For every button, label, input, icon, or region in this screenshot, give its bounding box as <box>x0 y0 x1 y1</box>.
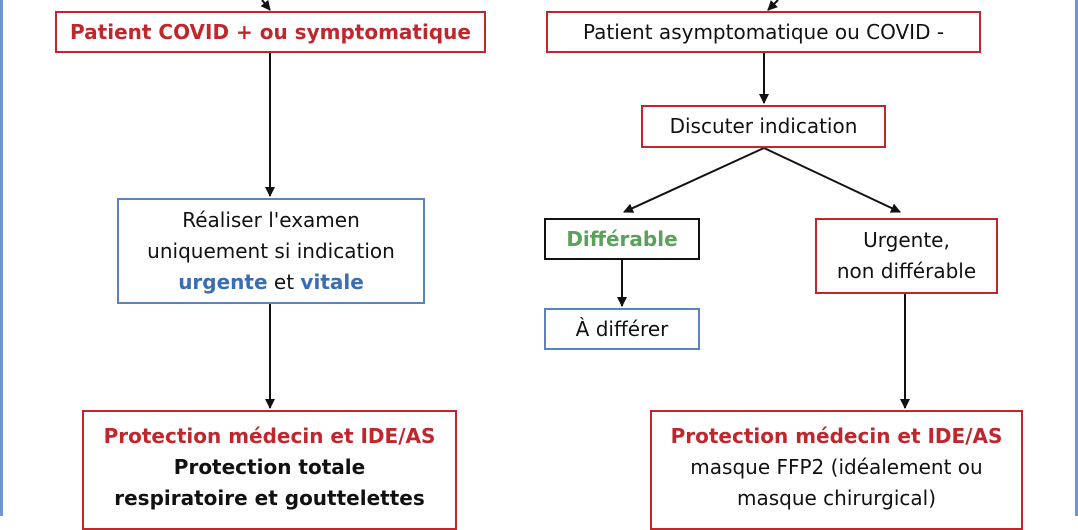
box-protection-right: Protection médecin et IDE/AS masque FFP2… <box>650 410 1023 530</box>
box-exam-condition: Réaliser l'examen uniquement si indicati… <box>117 198 425 304</box>
protection-right-title: Protection médecin et IDE/AS <box>670 424 1003 448</box>
box-deferrable-label: Différable <box>566 226 678 251</box>
exam-line-2: uniquement si indication <box>147 238 395 263</box>
box-discuss-indication-label: Discuter indication <box>669 114 858 138</box>
box-asymptomatic: Patient asymptomatique ou COVID - <box>546 11 981 53</box>
exam-and-word: et <box>273 269 295 294</box>
box-defer: À différer <box>544 308 700 350</box>
protection-right-line-1: masque FFP2 (idéalement ou <box>690 455 983 479</box>
arrow-discuss-to-urgent <box>763 147 901 213</box>
box-covid-positive: Patient COVID + ou symptomatique <box>55 11 486 53</box>
protection-left-line-1: Protection totale <box>173 455 366 479</box>
exam-urgent-word: urgente <box>178 269 268 294</box>
box-defer-label: À différer <box>575 316 669 341</box>
box-deferrable: Différable <box>544 218 700 260</box>
box-urgent: Urgente, non différable <box>815 218 998 294</box>
connector-arrows <box>260 0 910 409</box>
urgent-line-2: non différable <box>836 259 977 283</box>
protection-left-line-2: respiratoire et gouttelettes <box>114 486 425 510</box>
box-protection-left: Protection médecin et IDE/AS Protection … <box>82 410 457 530</box>
exam-vital-word: vitale <box>300 269 364 294</box>
box-asymptomatic-label: Patient asymptomatique ou COVID - <box>582 19 945 44</box>
box-discuss-indication: Discuter indication <box>641 105 886 148</box>
urgent-line-1: Urgente, <box>863 228 950 252</box>
arrow-top-left <box>260 0 271 11</box>
arrow-discuss-to-deferrable <box>623 147 765 213</box>
protection-left-title: Protection médecin et IDE/AS <box>103 424 436 448</box>
arrow-top-right <box>767 0 779 11</box>
protection-right-line-2: masque chirurgical) <box>736 486 937 510</box>
exam-line-3: urgente et vitale <box>178 267 364 298</box>
exam-line-1: Réaliser l'examen <box>182 207 360 232</box>
diagram-frame <box>0 0 1078 516</box>
box-covid-positive-label: Patient COVID + ou symptomatique <box>70 19 471 44</box>
